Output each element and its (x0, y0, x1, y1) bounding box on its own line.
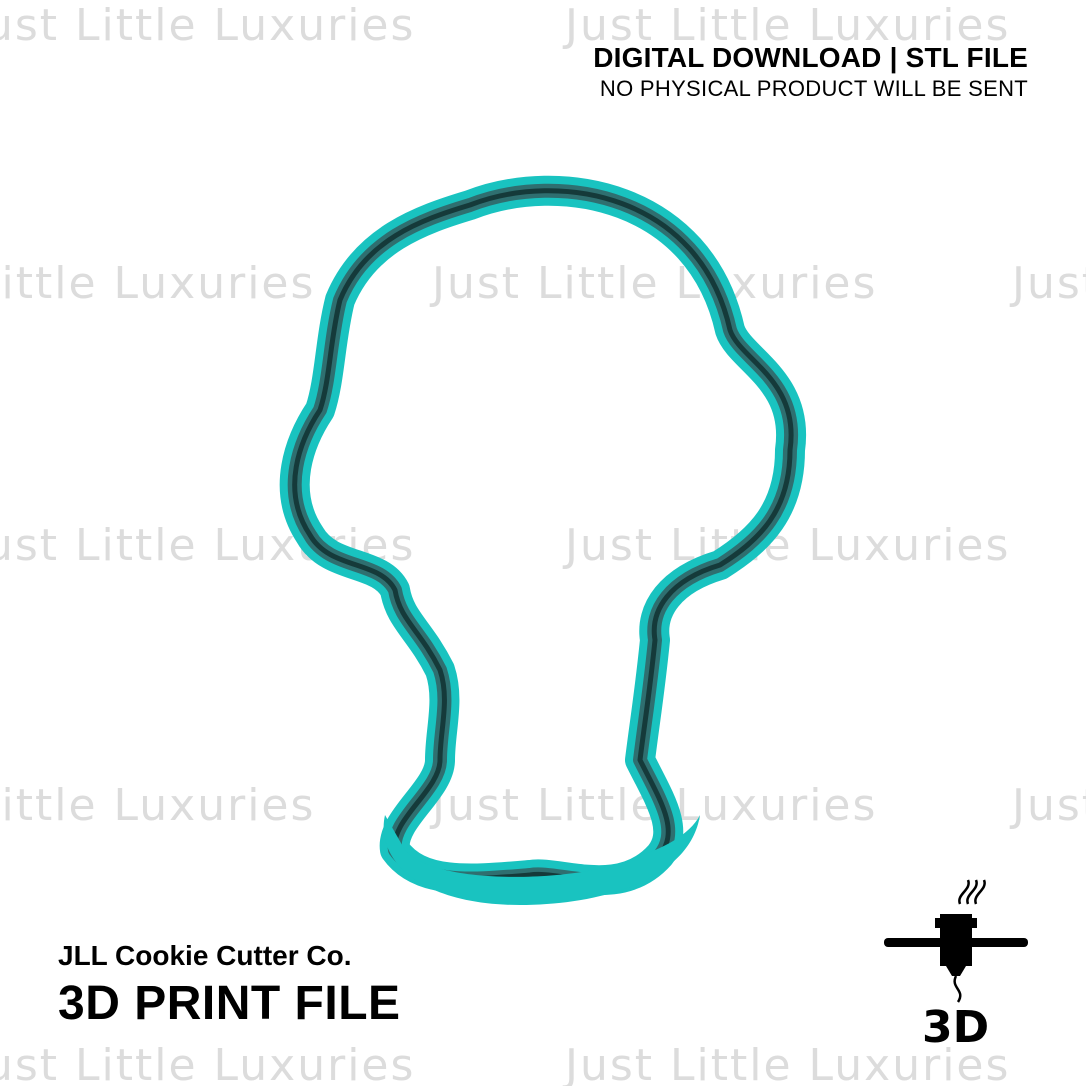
file-type-title: 3D PRINT FILE (58, 977, 401, 1030)
3d-label: 3D (922, 1002, 989, 1048)
company-name: JLL Cookie Cutter Co. (58, 940, 352, 971)
download-subtitle: NO PHYSICAL PRODUCT WILL BE SENT (599, 76, 1028, 101)
branding-block: JLL Cookie Cutter Co. 3D PRINT FILE (58, 940, 401, 1031)
3d-printer-icon: 3D (884, 879, 1028, 1048)
download-notice: DIGITAL DOWNLOAD | STL FILE NO PHYSICAL … (593, 42, 1028, 102)
download-title: DIGITAL DOWNLOAD | STL FILE (593, 42, 1028, 73)
cutter-inner-edge (295, 191, 791, 880)
cutter-base-flange (383, 815, 700, 905)
